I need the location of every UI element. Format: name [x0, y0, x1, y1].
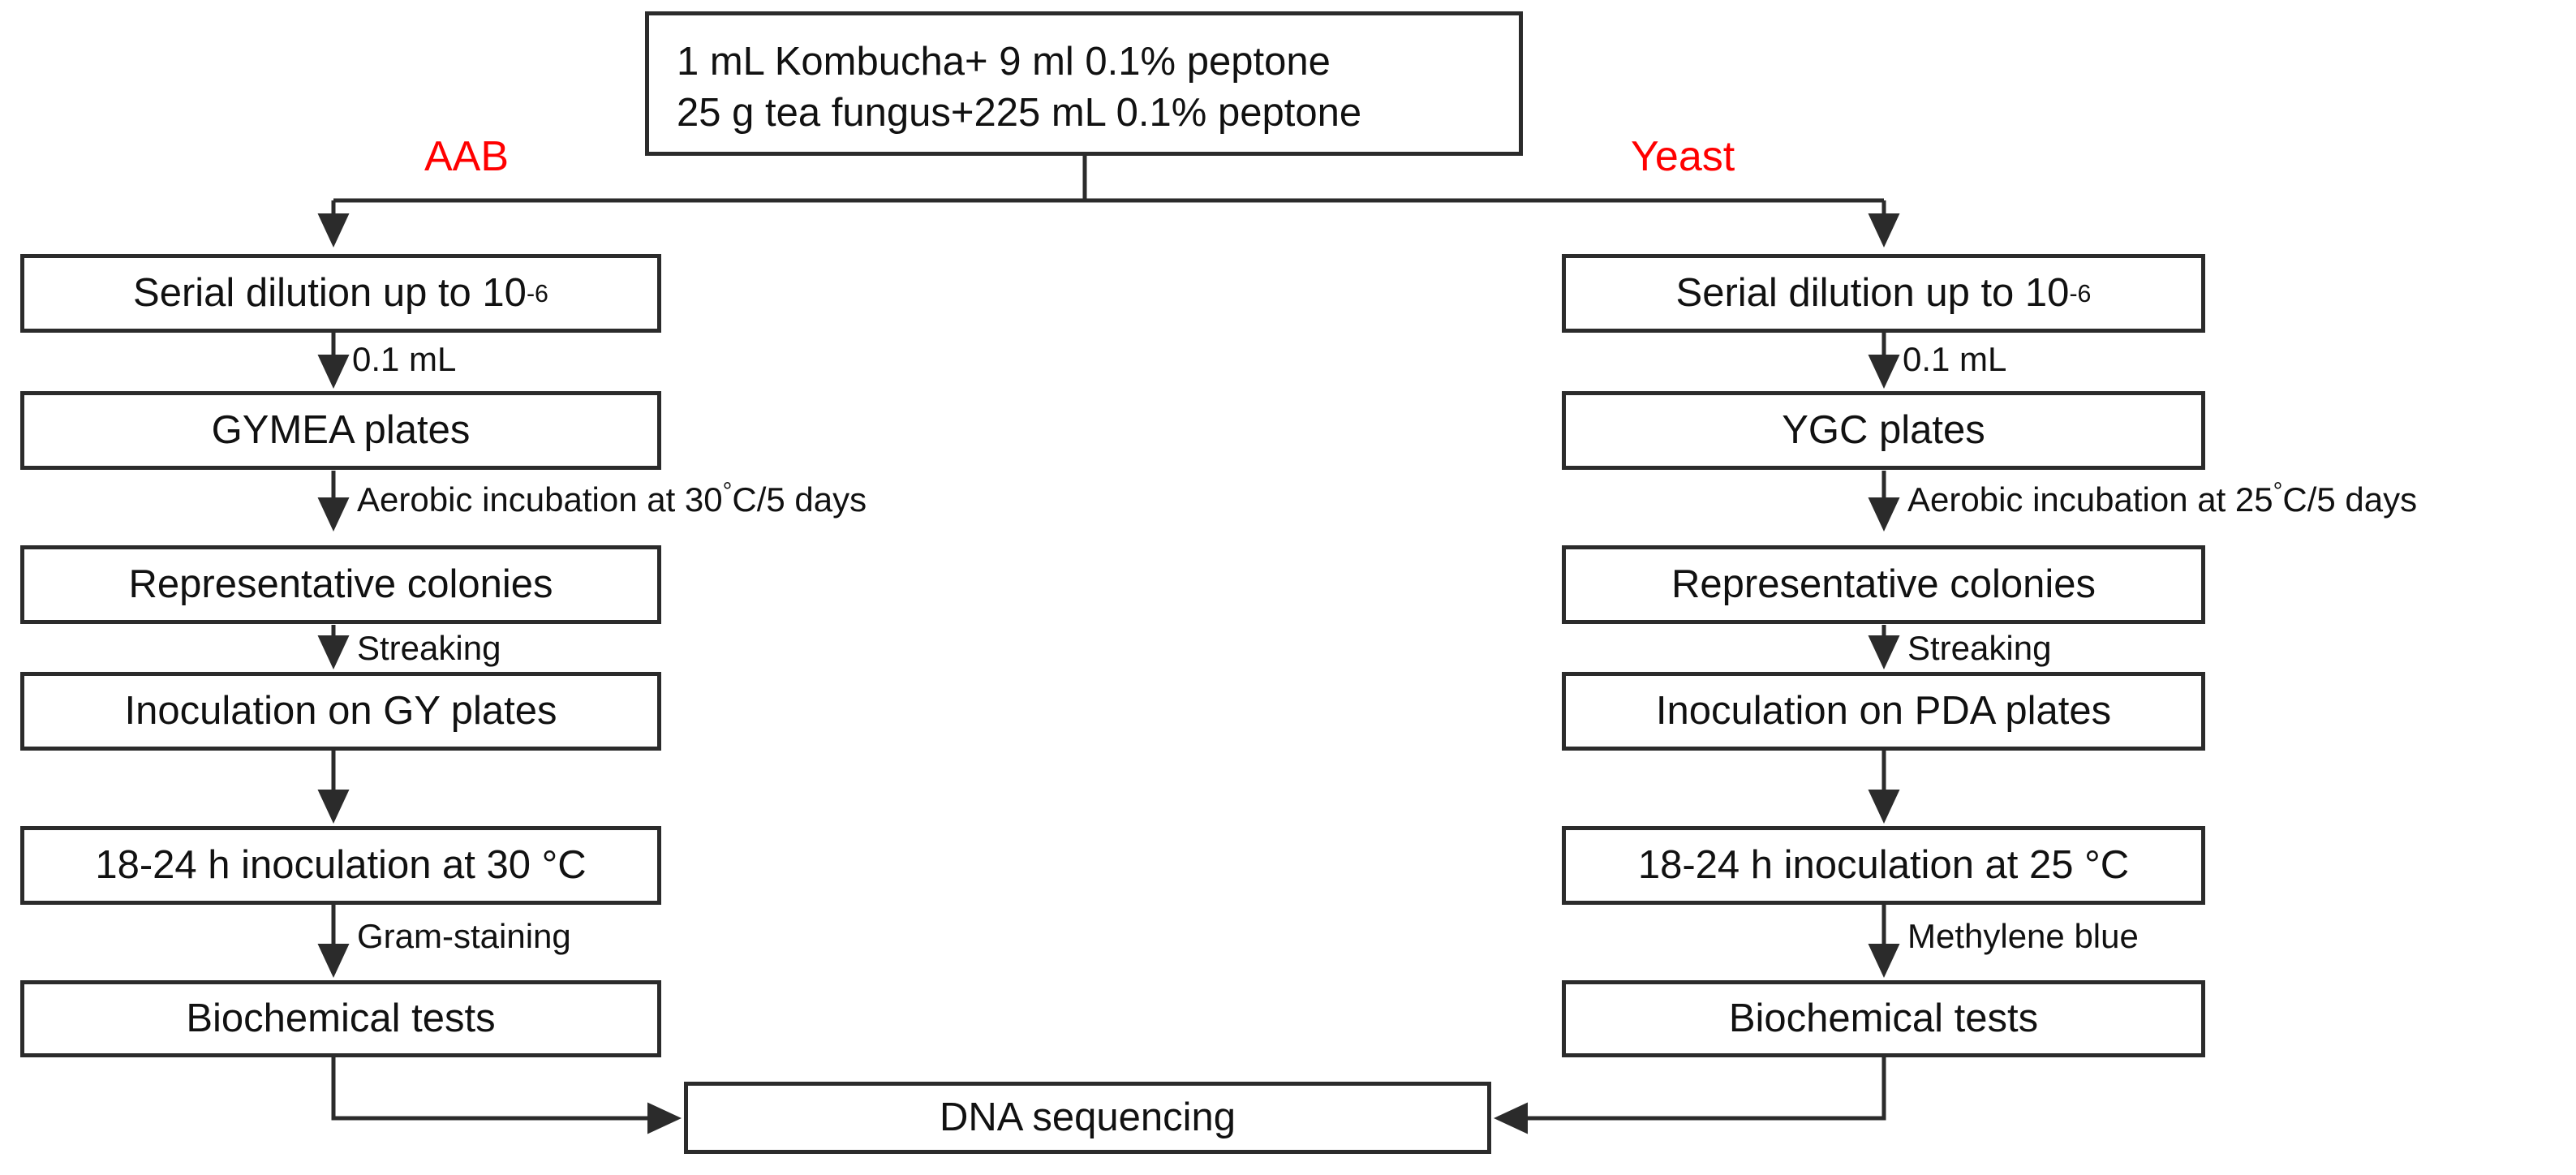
node-right-colonies-label: Representative colonies — [1671, 562, 2096, 607]
node-left-plates[interactable]: GYMEA plates — [20, 391, 661, 470]
edge-label-left-2-text: Aerobic incubation at 30 — [357, 480, 723, 519]
node-dna-sequencing[interactable]: DNA sequencing — [684, 1082, 1491, 1154]
edge-label-right-2-text: Aerobic incubation at 25 — [1907, 480, 2273, 519]
node-dna-sequencing-label: DNA sequencing — [939, 1095, 1236, 1140]
node-right-biochemical-label: Biochemical tests — [1728, 996, 2039, 1041]
branch-label-yeast: Yeast — [1631, 133, 1735, 180]
edge-label-right-3: Streaking — [1907, 629, 2052, 667]
node-left-inoculation-plates-label: Inoculation on GY plates — [124, 689, 557, 734]
node-left-incubation-label: 18-24 h inoculation at 30 °C — [95, 843, 587, 888]
node-left-serial-dilution[interactable]: Serial dilution up to 10-6 — [20, 254, 661, 333]
node-left-colonies[interactable]: Representative colonies — [20, 545, 661, 624]
sample-line-1: 1 mL Kombucha+ 9 ml 0.1% peptone — [677, 40, 1331, 84]
sample-line-2: 25 g tea fungus+225 mL 0.1% peptone — [677, 90, 1362, 135]
node-right-incubation[interactable]: 18-24 h inoculation at 25 °C — [1562, 826, 2205, 905]
node-left-serial-dilution-label: Serial dilution up to 10 — [133, 271, 527, 316]
edge-label-right-2-degree: ° — [2273, 478, 2283, 505]
node-left-colonies-label: Representative colonies — [128, 562, 553, 607]
edge-label-left-5: Gram-staining — [357, 917, 571, 955]
edge-label-left-3: Streaking — [357, 629, 501, 667]
node-left-incubation[interactable]: 18-24 h inoculation at 30 °C — [20, 826, 661, 905]
node-right-colonies[interactable]: Representative colonies — [1562, 545, 2205, 624]
node-right-plates[interactable]: YGC plates — [1562, 391, 2205, 470]
node-left-biochemical[interactable]: Biochemical tests — [20, 980, 661, 1057]
node-right-inoculation-plates-label: Inoculation on PDA plates — [1655, 689, 2112, 734]
branch-label-aab: AAB — [424, 133, 510, 180]
edge-right-to-dna — [1494, 1057, 1886, 1134]
node-right-serial-dilution-label: Serial dilution up to 10 — [1675, 271, 2070, 316]
edge-label-left-2-tail: C/5 days — [732, 480, 867, 519]
edge-label-right-2-tail: C/5 days — [2282, 480, 2418, 519]
node-right-plates-label: YGC plates — [1782, 408, 1985, 453]
edge-left-to-dna — [331, 1057, 682, 1134]
node-right-inoculation-plates[interactable]: Inoculation on PDA plates — [1562, 672, 2205, 751]
edge-label-left-1: 0.1 mL — [352, 340, 457, 378]
node-left-plates-label: GYMEA plates — [211, 408, 471, 453]
node-right-serial-dilution[interactable]: Serial dilution up to 10-6 — [1562, 254, 2205, 333]
edge-label-right-2: Aerobic incubation at 25°C/5 days — [1907, 480, 2417, 519]
edge-label-left-2-degree: ° — [722, 478, 733, 505]
node-sample-preparation[interactable]: 1 mL Kombucha+ 9 ml 0.1% peptone 25 g te… — [645, 11, 1523, 156]
edge-label-right-1: 0.1 mL — [1903, 340, 2007, 378]
node-right-biochemical[interactable]: Biochemical tests — [1562, 980, 2205, 1057]
edge-label-left-2: Aerobic incubation at 30°C/5 days — [357, 480, 867, 519]
node-left-inoculation-plates[interactable]: Inoculation on GY plates — [20, 672, 661, 751]
node-left-biochemical-label: Biochemical tests — [186, 996, 496, 1041]
node-right-incubation-label: 18-24 h inoculation at 25 °C — [1637, 843, 2130, 888]
edge-label-right-5: Methylene blue — [1907, 917, 2139, 955]
